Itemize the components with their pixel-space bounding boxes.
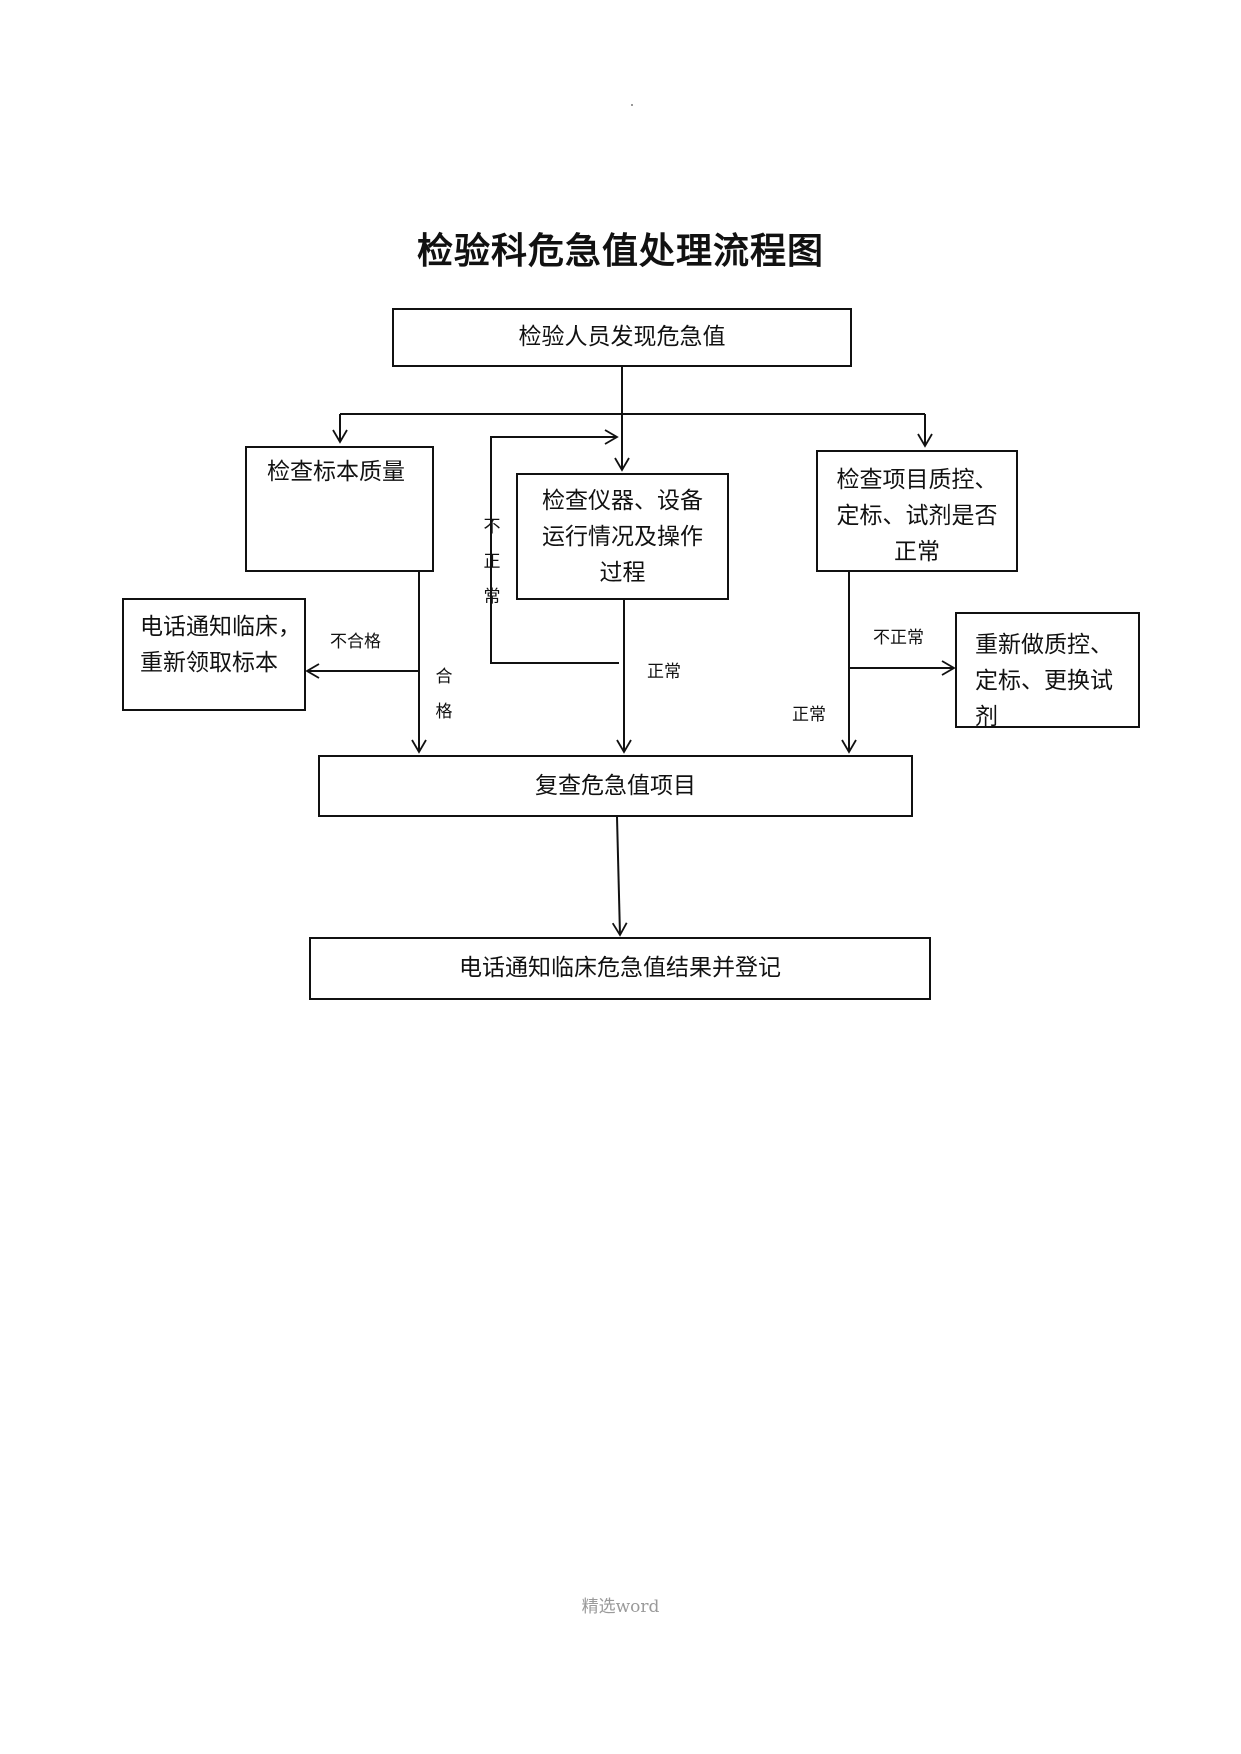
notify-recollect-box-text: 电话通知临床，重新领取标本 — [140, 614, 301, 676]
redo-qc-box: 重新做质控、定标、更换试剂 — [955, 612, 1140, 730]
label-instrument-normal: 正常 — [647, 662, 681, 682]
qc-box: 检查项目质控、定标、试剂是否正常 — [816, 450, 1018, 572]
arrow-to-final — [611, 816, 628, 937]
arrow-instrument-abnormal-loop — [490, 429, 619, 664]
label-specimen-pass: 合格 — [435, 667, 453, 722]
start-box: 检验人员发现危急值 — [392, 308, 852, 367]
page-footer: 精选word — [581, 1597, 660, 1617]
page-title: 检验科危急值处理流程图 — [416, 230, 824, 272]
label-qc-normal: 正常 — [792, 705, 826, 725]
label-qc-abnormal: 不正常 — [873, 628, 924, 648]
recheck-box: 复查危急值项目 — [318, 755, 913, 817]
start-box-text: 检验人员发现危急值 — [518, 324, 726, 350]
notify-recollect-box: 电话通知临床，重新领取标本 — [122, 598, 306, 711]
qc-box-text: 检查项目质控、定标、试剂是否正常 — [836, 467, 998, 565]
instrument-box-text: 检查仪器、设备运行情况及操作过程 — [542, 488, 703, 586]
specimen-box-text: 检查标本质量 — [267, 459, 405, 485]
label-specimen-fail: 不合格 — [330, 632, 381, 652]
final-box: 电话通知临床危急值结果并登记 — [309, 937, 931, 1000]
instrument-box: 检查仪器、设备运行情况及操作过程 — [516, 473, 729, 600]
redo-qc-box-text: 重新做质控、定标、更换试剂 — [975, 632, 1113, 730]
label-instrument-abnormal: 不正常 — [483, 517, 501, 607]
final-box-text: 电话通知临床危急值结果并登记 — [459, 955, 781, 981]
recheck-box-text: 复查危急值项目 — [535, 773, 696, 799]
specimen-box: 检查标本质量 — [245, 446, 434, 572]
page-dot — [631, 104, 633, 106]
